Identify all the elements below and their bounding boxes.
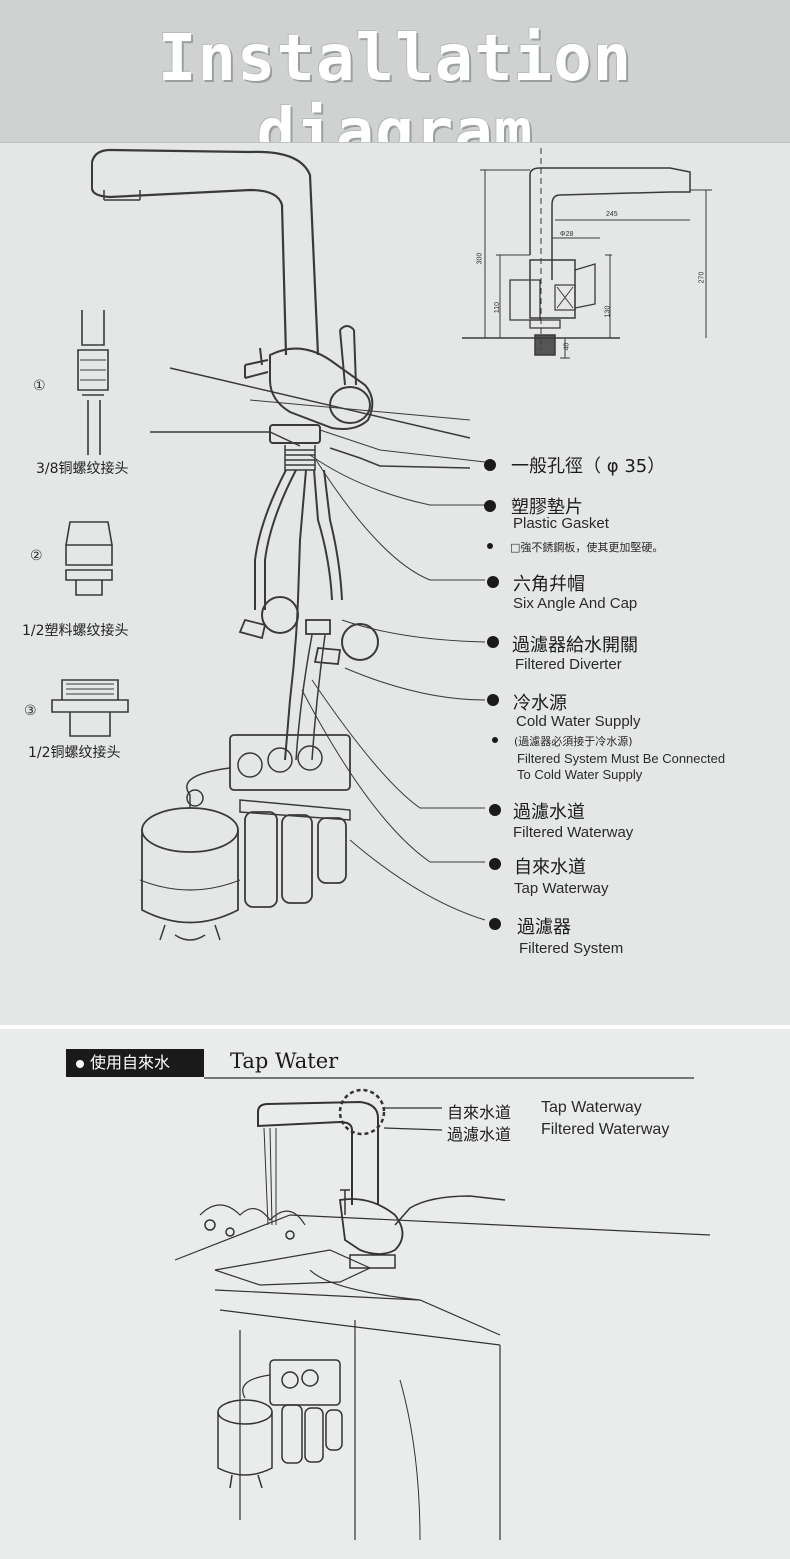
filter-cartridge — [325, 1409, 343, 1451]
connector-1-label: 3/8铜螺纹接头 — [36, 461, 129, 477]
threaded-tail — [284, 445, 316, 471]
connector-3-label: 1/2铜螺纹接头 — [28, 745, 121, 761]
callout-six-angle-cn: 六角幷帽 — [513, 574, 585, 595]
callout-filtered-system-cn: 過濾器 — [517, 917, 571, 938]
tap-valve — [261, 596, 299, 634]
water-stream — [263, 1127, 277, 1226]
dimension-label: 300 — [476, 252, 484, 265]
installation-panel — [0, 142, 790, 1026]
leader-line — [349, 839, 486, 921]
leader-line — [315, 459, 485, 581]
faucet-spout — [257, 1100, 379, 1205]
leader-line — [341, 619, 486, 643]
bullet — [489, 918, 501, 930]
filter-bracket — [269, 1359, 341, 1406]
filtered-waterway-label-cn: 過濾水道 — [447, 1125, 512, 1144]
bullet — [484, 500, 496, 512]
hand — [394, 1195, 506, 1226]
callout-tap-waterway-cn: 自來水道 — [514, 857, 586, 878]
countertop-line — [169, 367, 471, 439]
dimension-label: 110 — [494, 301, 502, 314]
hose — [254, 469, 287, 610]
storage-tank — [141, 830, 239, 924]
callout-tap-waterway-en: Tap Waterway — [514, 880, 609, 897]
connector-2-label: 1/2塑料螺纹接头 — [22, 623, 129, 639]
bullet — [487, 694, 499, 706]
tap-waterway-label-en: Tap Waterway — [541, 1099, 642, 1116]
tap-lever — [244, 359, 269, 379]
bullet — [487, 636, 499, 648]
section-divider — [0, 1025, 790, 1029]
callout-diverter-en: Filtered Diverter — [515, 656, 622, 673]
bullet-dot — [76, 1059, 84, 1068]
callout-cold-water-note-en2: To Cold Water Supply — [517, 767, 643, 782]
filtered-waterway-label-en: Filtered Waterway — [541, 1121, 670, 1138]
filter-bracket — [229, 734, 351, 791]
dimension-label: 270 — [698, 271, 706, 284]
callout-filtered-waterway-cn: 過濾水道 — [513, 802, 585, 823]
filter-cartridge — [281, 1404, 303, 1464]
connector-1 — [77, 310, 109, 455]
leader-line — [383, 1127, 443, 1131]
faucet-body — [338, 1198, 404, 1255]
callout-cold-water-note-cn: (過濾器必須接于冷水源) — [514, 735, 633, 748]
dimension-label: 130 — [604, 305, 612, 318]
hose — [284, 469, 307, 761]
faucet-spout — [90, 148, 320, 356]
leader-line — [301, 689, 485, 863]
connector-3 — [51, 679, 129, 737]
filter-cartridge — [244, 811, 278, 908]
bullet — [484, 459, 496, 471]
callout-six-angle-en: Six Angle And Cap — [513, 595, 638, 612]
countertop-line — [329, 447, 471, 469]
countertop — [174, 1214, 711, 1261]
connector-3-number: ③ — [24, 703, 37, 719]
storage-tank — [217, 1412, 273, 1476]
bullet — [492, 737, 498, 743]
connector-1-number: ① — [33, 378, 46, 394]
callout-plastic-gasket-cn: 塑膠墊片 — [511, 497, 583, 518]
cabinet — [239, 1320, 501, 1540]
connector-2-number: ② — [30, 548, 43, 564]
callout-filtered-waterway-en: Filtered Waterway — [513, 824, 634, 841]
bullet — [489, 804, 501, 816]
filter-cartridge — [317, 817, 347, 884]
dimension-label: 40 — [563, 342, 571, 351]
section-tag: 使用自來水 — [66, 1049, 204, 1077]
faucet-base — [269, 424, 321, 444]
bullet — [487, 576, 499, 588]
title-banner: Installation diagram — [0, 0, 790, 170]
callout-filtered-system-en: Filtered System — [519, 940, 624, 957]
diverter-fitting — [305, 619, 331, 635]
section-title: Tap Water — [230, 1049, 339, 1073]
section-tag-label: 使用自來水 — [90, 1053, 171, 1072]
bullet — [489, 858, 501, 870]
filter-cartridge — [281, 814, 313, 904]
dimension-drawing — [462, 148, 712, 359]
countertop-line — [249, 399, 471, 421]
connector-2 — [65, 521, 113, 596]
callout-plastic-gasket-en: Plastic Gasket — [513, 515, 609, 532]
leader-line — [311, 679, 485, 809]
filter-cartridge — [304, 1407, 324, 1463]
bullet — [487, 543, 493, 549]
leader-line — [319, 429, 486, 463]
dimension-label: Φ28 — [560, 231, 574, 238]
filter-valve — [341, 623, 379, 661]
callout-hole-diameter: 一般孔徑（ φ 35） — [511, 456, 666, 477]
waterway-highlight — [338, 1088, 386, 1136]
leader-line — [344, 667, 486, 701]
callout-cold-water-en: Cold Water Supply — [516, 713, 641, 730]
callout-diverter-cn: 過濾器給水開關 — [512, 635, 638, 656]
callout-cold-water-note-en1: Filtered System Must Be Connected — [517, 751, 726, 766]
leader-line — [309, 454, 485, 506]
filtered-lever — [339, 325, 357, 386]
tap-waterway-label-cn: 自來水道 — [447, 1103, 512, 1122]
callout-plastic-gasket-note: □強不銹鋼板，使其更加堅硬。 — [510, 541, 664, 554]
faucet-body — [269, 347, 374, 430]
dimension-label: 245 — [606, 211, 618, 218]
callout-cold-water-cn: 冷水源 — [513, 693, 567, 714]
